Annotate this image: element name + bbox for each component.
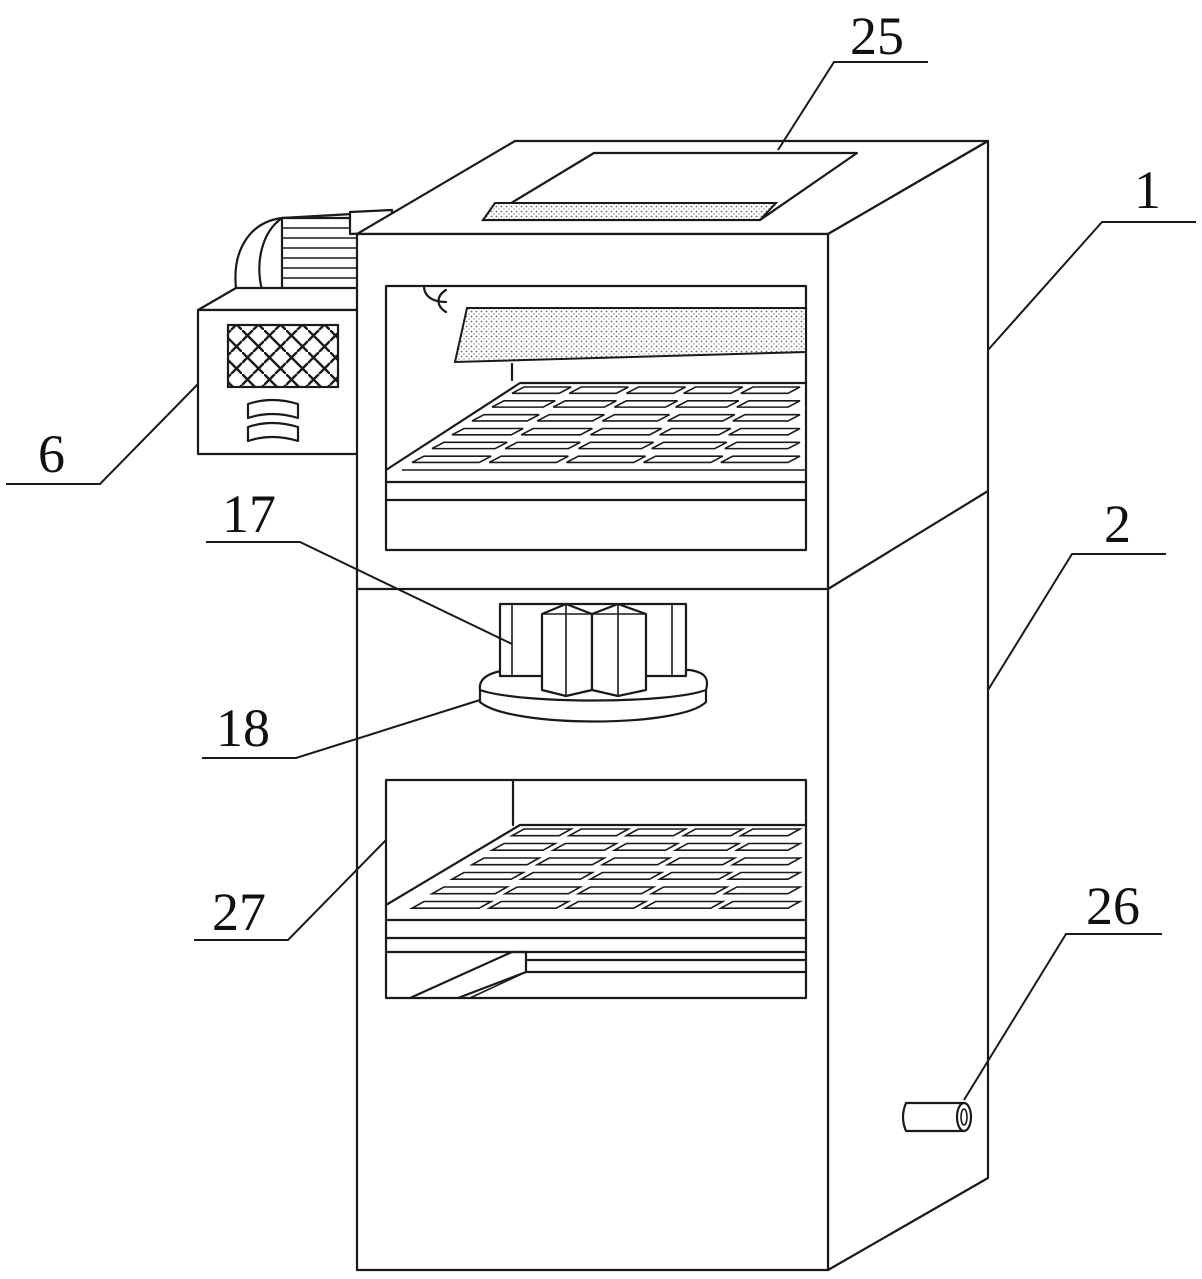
tray-cell bbox=[728, 427, 801, 436]
label-1: 1 bbox=[1134, 160, 1161, 220]
label-26: 26 bbox=[1086, 876, 1140, 936]
rotary-assembly bbox=[478, 602, 709, 723]
tray-cell bbox=[623, 828, 689, 837]
tray-cell bbox=[428, 886, 511, 895]
tray-cell bbox=[659, 427, 732, 436]
tray-cell bbox=[408, 900, 495, 909]
tray-cell bbox=[611, 842, 681, 851]
tray-cell bbox=[736, 400, 801, 408]
tray-cell bbox=[614, 400, 678, 408]
label-18: 18 bbox=[216, 698, 270, 758]
upper-tray-grid bbox=[411, 386, 801, 464]
tray-cell bbox=[721, 886, 804, 895]
label-27: 27 bbox=[212, 882, 266, 942]
tray-cell bbox=[675, 400, 740, 408]
tray-cell bbox=[590, 427, 662, 436]
tray-cell bbox=[508, 828, 575, 837]
tray-cell bbox=[488, 455, 569, 464]
tray-cell bbox=[599, 857, 673, 866]
tray-cell bbox=[740, 386, 801, 395]
tray-cell bbox=[451, 427, 524, 436]
leader-lines bbox=[6, 61, 1196, 1101]
tray-cell bbox=[720, 455, 801, 464]
tray-cell bbox=[667, 413, 736, 422]
tray-cell bbox=[550, 842, 620, 851]
tray-cell bbox=[518, 871, 596, 880]
upper-chamber bbox=[384, 284, 808, 552]
tray-cell bbox=[563, 900, 649, 909]
tray-cell bbox=[732, 413, 801, 422]
tray-cell bbox=[729, 857, 804, 866]
label-6: 6 bbox=[38, 424, 65, 484]
tray-cell bbox=[626, 386, 686, 395]
tray-cell bbox=[725, 871, 804, 880]
tray-cell bbox=[680, 828, 746, 837]
tray-cell bbox=[471, 413, 540, 422]
tray-cell bbox=[411, 455, 492, 464]
tray-cell bbox=[656, 871, 734, 880]
tray-cell bbox=[431, 441, 508, 450]
tray-cell bbox=[724, 441, 801, 450]
tray-cell bbox=[717, 900, 804, 909]
tray-cell bbox=[566, 828, 632, 837]
cabinet-side bbox=[826, 139, 990, 1272]
tray-cell bbox=[468, 857, 543, 866]
tray-cell bbox=[664, 857, 738, 866]
outlet-pipe bbox=[901, 1101, 973, 1133]
lower-chamber bbox=[384, 778, 808, 1000]
tray-cell bbox=[578, 441, 654, 450]
control-box bbox=[196, 286, 362, 456]
tray-cell bbox=[602, 413, 670, 422]
tray-cell bbox=[536, 413, 605, 422]
lower-tray-grid bbox=[408, 828, 804, 909]
tray-cell bbox=[672, 842, 742, 851]
tray-cell bbox=[511, 386, 572, 395]
tray-cell bbox=[448, 871, 527, 880]
tray-cell bbox=[640, 900, 726, 909]
tray-cell bbox=[568, 386, 629, 395]
tray-cell bbox=[651, 441, 728, 450]
tray-cell bbox=[737, 828, 804, 837]
tray-cell bbox=[683, 386, 744, 395]
tray-cell bbox=[552, 400, 617, 408]
tray-cell bbox=[643, 455, 724, 464]
tray-cell bbox=[587, 871, 665, 880]
tray-cell bbox=[648, 886, 730, 895]
tray-cell bbox=[733, 842, 804, 851]
label-17: 17 bbox=[222, 484, 276, 544]
blower-motor bbox=[234, 208, 394, 302]
tray-cell bbox=[486, 900, 572, 909]
tray-cell bbox=[534, 857, 608, 866]
tray-cell bbox=[491, 400, 556, 408]
tray-cell bbox=[566, 455, 646, 464]
vent-grille bbox=[226, 323, 340, 389]
tray-cell bbox=[575, 886, 657, 895]
tray-cell bbox=[504, 441, 581, 450]
top-filter-25 bbox=[481, 202, 779, 221]
heater-panel bbox=[453, 307, 807, 364]
label-25: 25 bbox=[850, 6, 904, 66]
tray-cell bbox=[502, 886, 584, 895]
tray-cell bbox=[520, 427, 593, 436]
tray-cell bbox=[488, 842, 559, 851]
label-2: 2 bbox=[1104, 494, 1131, 554]
reference-numerals: 25 1 6 17 2 18 27 26 bbox=[38, 6, 1161, 942]
